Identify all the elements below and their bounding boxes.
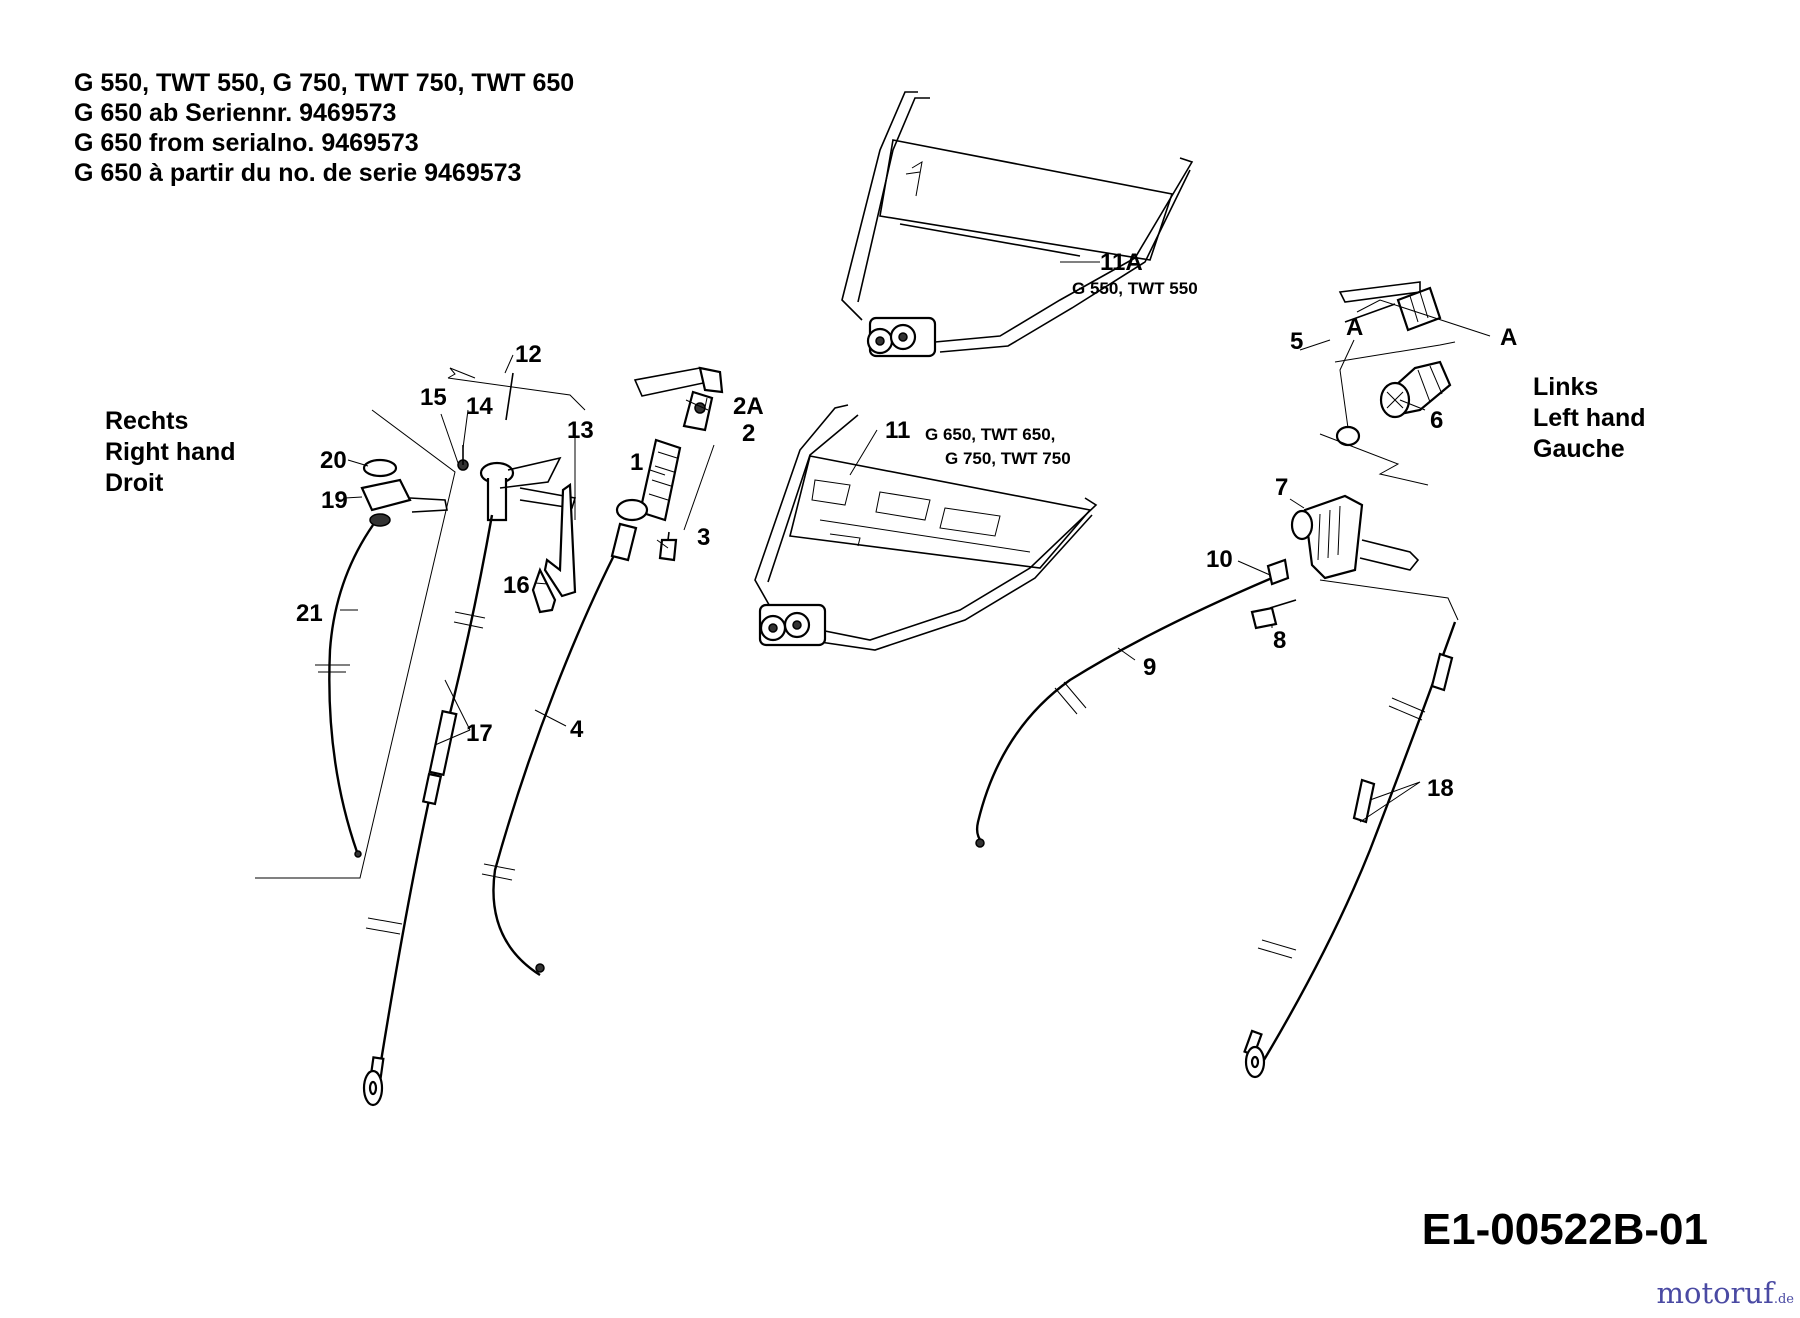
- cable-18: [1243, 621, 1457, 1079]
- drawing-code: E1-00522B-01: [1421, 1205, 1708, 1254]
- callout-19: 19: [321, 487, 348, 514]
- callout-14: 14: [466, 393, 493, 420]
- nipple-8: [1250, 599, 1297, 630]
- cable-21: [315, 524, 374, 858]
- callout-ref-a-2: A: [1500, 324, 1517, 351]
- callout-11a: 11A: [1100, 249, 1143, 276]
- callout-ref-a-1: A: [1346, 314, 1363, 341]
- callout-12: 12: [515, 341, 542, 368]
- callout-2: 2: [742, 420, 755, 447]
- right-hand-label: Rechts Right hand Droit: [105, 406, 236, 499]
- cable-17: [362, 514, 494, 1107]
- left-hand-en: Left hand: [1533, 404, 1646, 432]
- callout-8: 8: [1273, 627, 1286, 654]
- long-leader-line: [255, 409, 456, 879]
- callout-labels: 1 2 2A 3 4 5 6 7 8 9 10 11 11A 12 13 14 …: [296, 249, 1517, 802]
- callout-7: 7: [1275, 474, 1288, 501]
- grip-2: [633, 366, 724, 432]
- grip-1: [615, 438, 682, 522]
- callout-15: 15: [420, 384, 447, 411]
- leader-lines: [340, 261, 1491, 823]
- callout-20: 20: [320, 447, 347, 474]
- callout-11: 11: [885, 417, 910, 444]
- callout-2a: 2A: [733, 393, 764, 420]
- callout-1: 1: [630, 449, 643, 476]
- right-hand-en: Right hand: [105, 438, 236, 466]
- callout-9: 9: [1143, 654, 1156, 681]
- callout-17: 17: [466, 720, 493, 747]
- watermark-name: motoruf: [1656, 1276, 1774, 1310]
- handlebar-11a: [841, 91, 1194, 358]
- note-handle-11a: G 550, TWT 550: [1072, 279, 1198, 298]
- left-hand-de: Links: [1533, 373, 1599, 401]
- shift-lever-16: [531, 482, 577, 614]
- callout-18: 18: [1427, 775, 1454, 802]
- handlebar-11: [754, 404, 1098, 651]
- control-19-20: [360, 458, 448, 527]
- callout-4: 4: [570, 716, 584, 743]
- watermark-logo: motoruf.de: [1656, 1276, 1794, 1310]
- header-line-1: G 550, TWT 550, G 750, TWT 750, TWT 650: [74, 69, 575, 97]
- watermark-tld: .de: [1773, 1292, 1794, 1307]
- note-handle-11-line-2: G 750, TWT 750: [945, 449, 1071, 468]
- cable-4: [481, 522, 638, 977]
- model-notes: G 550, TWT 550 G 650, TWT 650, G 750, TW…: [925, 279, 1198, 468]
- cable-9-10: [975, 558, 1290, 848]
- grip-5: [1338, 281, 1442, 332]
- callout-16: 16: [503, 572, 530, 599]
- header-line-4: G 650 à partir du no. de serie 9469573: [74, 159, 522, 187]
- callout-13: 13: [567, 417, 594, 444]
- callout-21: 21: [296, 600, 323, 627]
- handle-11a-mount: [866, 316, 937, 358]
- nipple-3: [658, 531, 678, 562]
- callout-10: 10: [1206, 546, 1233, 573]
- header-line-2: G 650 ab Seriennr. 9469573: [74, 99, 397, 127]
- header-line-3: G 650 from serialno. 9469573: [74, 129, 419, 157]
- note-handle-11-line-1: G 650, TWT 650,: [925, 425, 1055, 444]
- model-applicability-header: G 550, TWT 550, G 750, TWT 750, TWT 650 …: [74, 68, 574, 188]
- callout-5: 5: [1290, 328, 1303, 355]
- callout-3: 3: [697, 524, 710, 551]
- bracket-12-13-14-15: [447, 367, 586, 522]
- left-hand-label: Links Left hand Gauche: [1533, 372, 1646, 465]
- right-hand-fr: Droit: [105, 469, 164, 497]
- right-hand-de: Rechts: [105, 407, 189, 435]
- callout-6: 6: [1430, 407, 1443, 434]
- control-7: [1290, 494, 1420, 580]
- grip-6: [1334, 341, 1456, 419]
- left-hand-fr: Gauche: [1533, 435, 1625, 463]
- handle-11-mount: [758, 603, 827, 647]
